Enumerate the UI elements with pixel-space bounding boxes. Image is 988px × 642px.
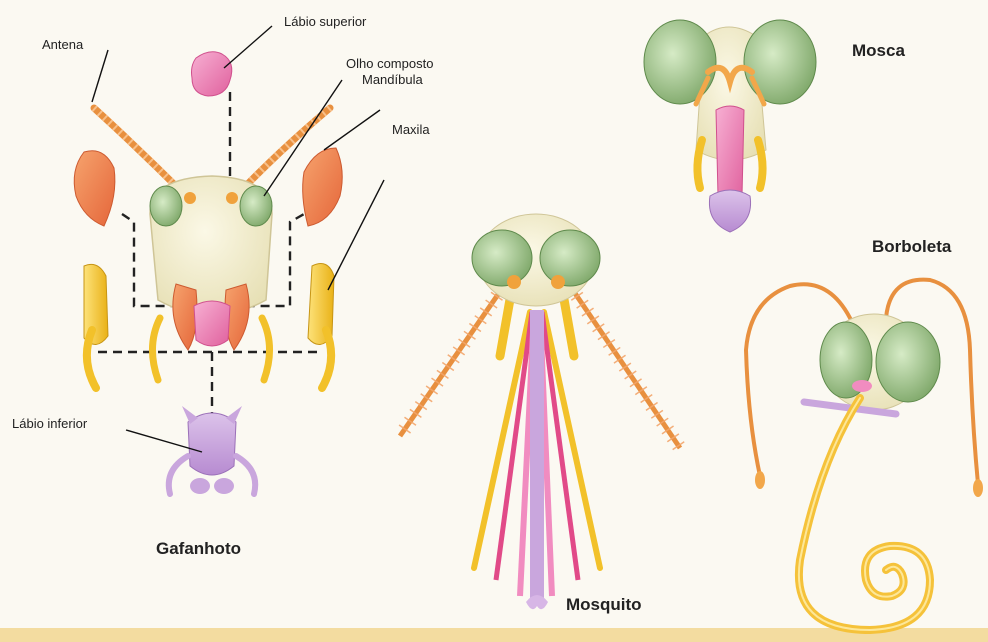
labrum-on-head (194, 301, 230, 346)
maxilla-detached-left (84, 264, 108, 388)
fly-labellum (709, 190, 750, 232)
label-labio-superior: Lábio superior (284, 14, 367, 29)
labrum-detached (192, 52, 232, 96)
butterfly-figure (746, 280, 983, 630)
mandible-detached-left (74, 151, 115, 226)
compound-eye-left (150, 186, 182, 226)
mandible-left (173, 284, 197, 350)
fly-eye-right (744, 20, 816, 104)
title-mosca: Mosca (852, 41, 905, 60)
label-olho-composto: Olho composto (346, 56, 433, 71)
maxilla-detached-right (308, 264, 334, 388)
mosquito-eye-left (472, 230, 532, 286)
mosquito-figure (400, 214, 680, 609)
fly-eye-left (644, 20, 716, 104)
fly-figure (644, 20, 816, 232)
labium-detached (169, 406, 255, 494)
label-labio-inferior: Lábio inferior (12, 416, 88, 431)
mosquito-eye-right (540, 230, 600, 286)
butterfly-proboscis (799, 398, 930, 630)
label-maxila: Maxila (392, 122, 430, 137)
mandible-detached-right (303, 148, 343, 226)
title-gafanhoto: Gafanhoto (156, 539, 241, 558)
label-antena: Antena (42, 37, 84, 52)
title-borboleta: Borboleta (872, 237, 952, 256)
fly-proboscis (716, 106, 744, 201)
grasshopper-figure (74, 26, 384, 494)
butterfly-eye-right (876, 322, 940, 402)
label-mandibula: Mandíbula (362, 72, 423, 87)
title-mosquito: Mosquito (566, 595, 642, 614)
